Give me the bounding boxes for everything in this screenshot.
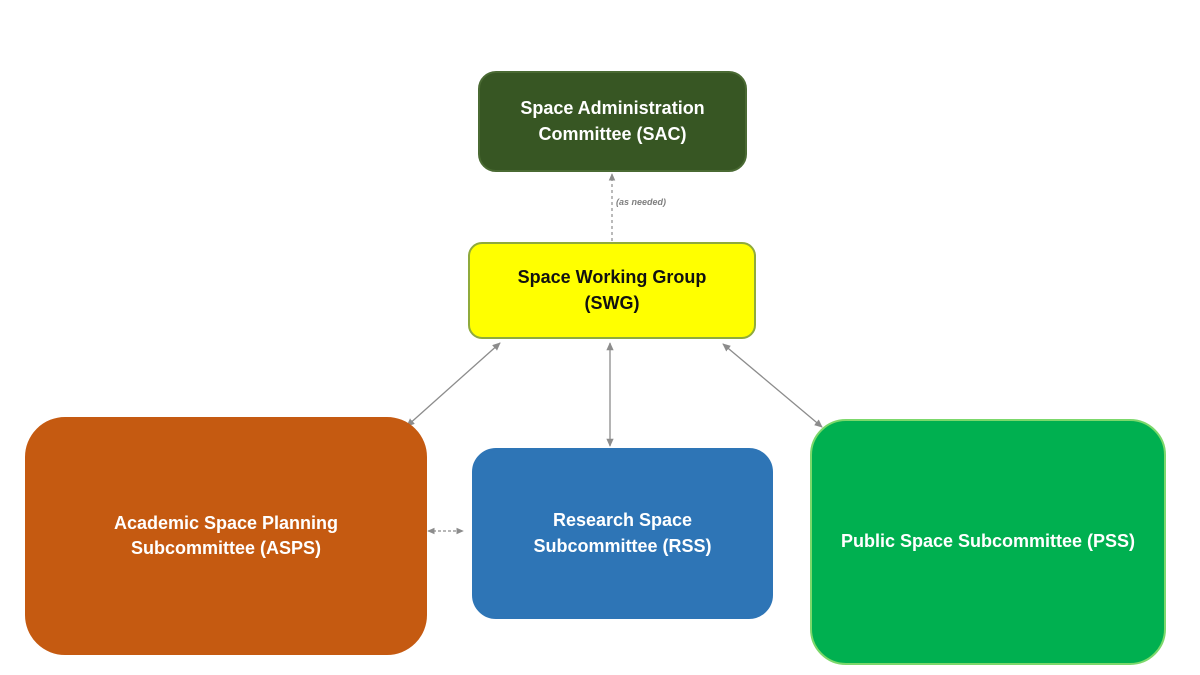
- edge-swg-asps: [406, 342, 501, 427]
- node-rss: Research Space Subcommittee (RSS): [472, 448, 773, 619]
- edge-swg-pss: [722, 343, 823, 428]
- node-pss: Public Space Subcommittee (PSS): [810, 419, 1166, 665]
- node-sac: Space Administration Committee (SAC): [478, 71, 747, 172]
- node-swg-label: Space Working Group (SWG): [517, 267, 707, 313]
- as-needed-note: (as needed): [616, 197, 667, 207]
- node-rss-label: Research Space Subcommittee (RSS): [533, 510, 712, 556]
- node-asps: Academic Space Planning Subcommittee (AS…: [25, 417, 427, 655]
- node-pss-label: Public Space Subcommittee (PSS): [840, 531, 1136, 552]
- node-swg: Space Working Group (SWG): [468, 242, 756, 339]
- node-sac-label: Space Administration Committee (SAC): [520, 98, 705, 144]
- node-asps-label: Academic Space Planning Subcommittee (AS…: [113, 512, 339, 558]
